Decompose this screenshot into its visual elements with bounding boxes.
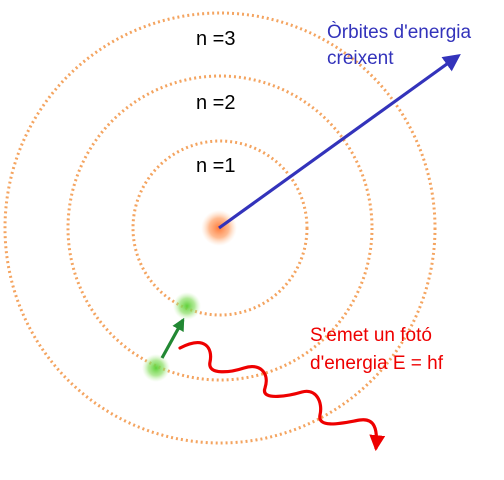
transition-arrow (160, 317, 185, 359)
orbit-label-n1: n =1 (196, 155, 235, 177)
photon-caption-line2: d'energia E = hf (310, 353, 444, 374)
electron-icon (173, 292, 201, 320)
energy-caption-line1: Òrbites d'energia (327, 21, 472, 43)
orbit-label-n3: n =3 (196, 28, 235, 50)
photon-wave (178, 341, 386, 452)
photon-caption-line1: S'emet un fotó (310, 325, 432, 346)
orbit-n2 (66, 74, 374, 382)
orbit-n1 (131, 139, 309, 317)
orbit-label-n2: n =2 (196, 92, 235, 114)
electron-icon (142, 354, 170, 382)
energy-caption-line2: creixent (327, 48, 394, 69)
energy-arrow (218, 53, 461, 230)
orbit-n3 (3, 11, 437, 445)
